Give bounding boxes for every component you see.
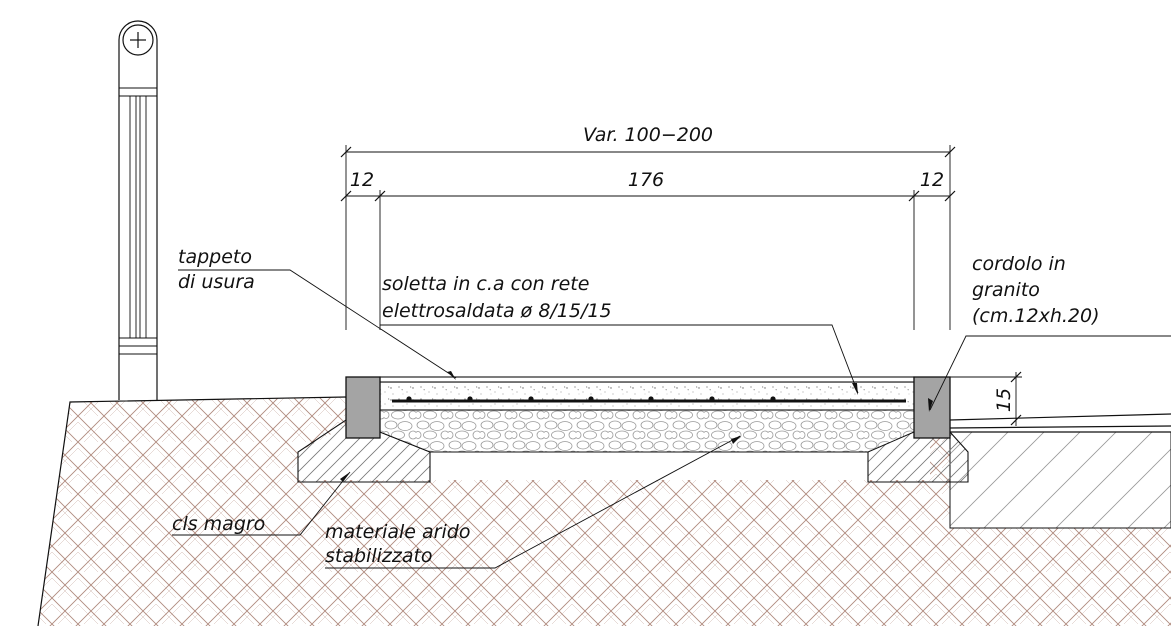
granite-curb-left: [345, 376, 381, 439]
label-granite-curb: cordolo in granito (cm.12xh.20): [972, 253, 1100, 327]
ground-soil: [38, 397, 1171, 626]
reinforcement-points: [406, 396, 776, 402]
label-lean-concrete: cls magro: [172, 513, 265, 535]
dimension-total: Var. 100−200: [583, 124, 713, 146]
concrete-slab: [379, 381, 915, 411]
leader-lines: [172, 269, 1171, 569]
road-surface-bottom: [949, 425, 1171, 429]
granite-curb-right: [913, 376, 951, 439]
dimension-left-curb: 12: [350, 169, 374, 191]
dimension-right-curb: 12: [920, 169, 944, 191]
road-surface-top: [949, 413, 1171, 421]
dimension-lines: [340, 145, 1022, 426]
label-slab: soletta in c.a con rete elettrosaldata ø…: [382, 273, 612, 322]
right-embankment: [949, 431, 1171, 529]
dimension-curb-height: 15: [993, 388, 1015, 412]
railing-post: [118, 20, 158, 400]
leader-arrows: [340, 371, 933, 482]
label-wearing-course: tappeto di usura: [178, 246, 258, 293]
label-aggregate: materiale arido stabilizzato: [325, 521, 477, 567]
plus-circle-icon: [122, 24, 154, 56]
aggregate-gravel: [379, 409, 915, 453]
ground-outline: [37, 396, 347, 626]
wearing-course: [379, 376, 915, 383]
dimension-deck: 176: [628, 169, 664, 191]
